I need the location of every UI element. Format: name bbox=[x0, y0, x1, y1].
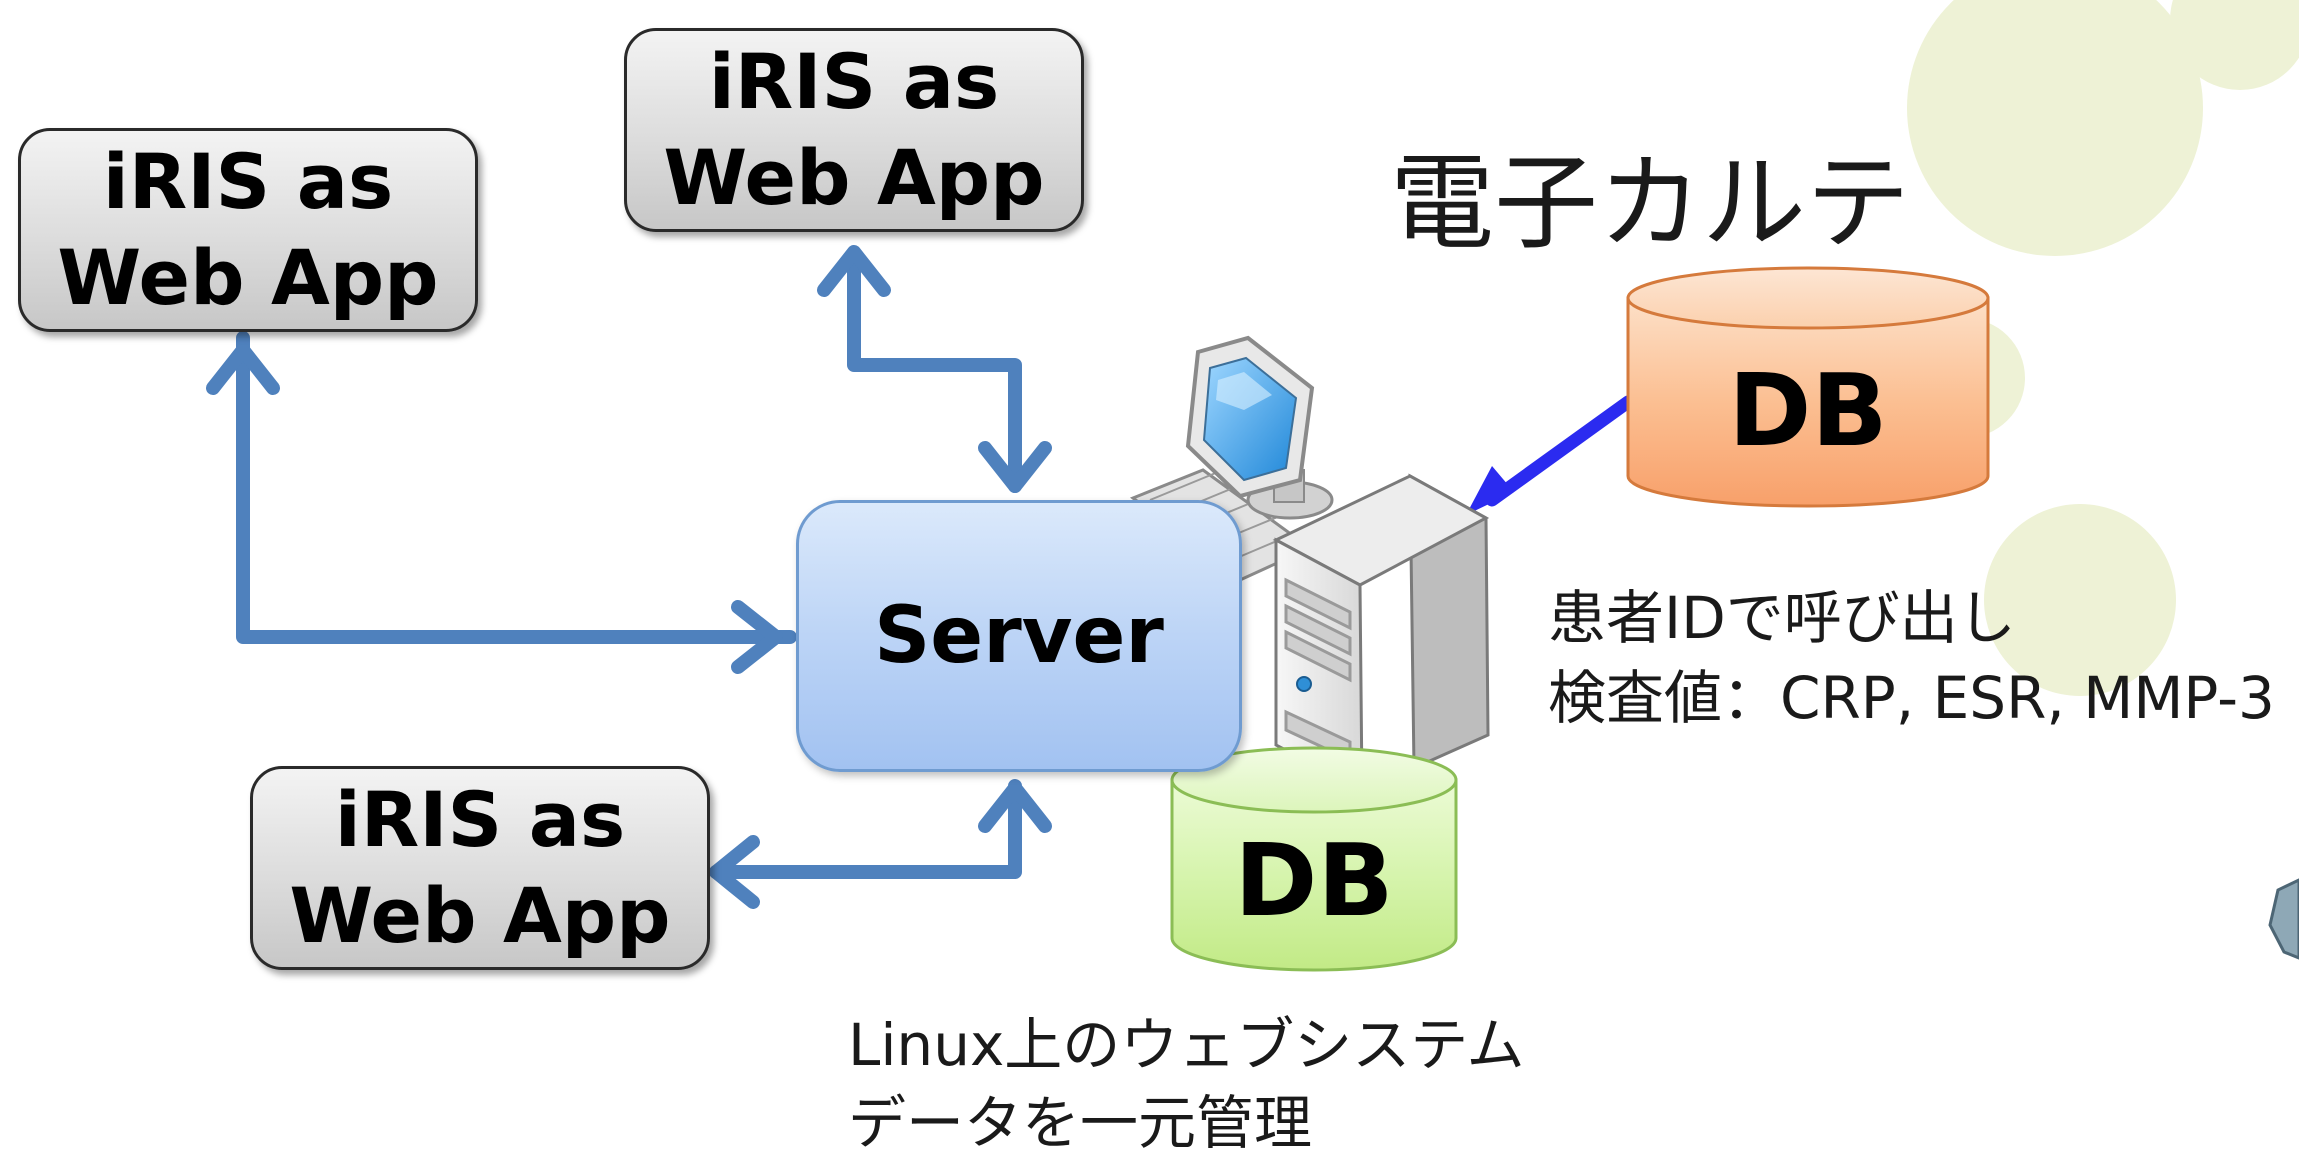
app-box-line1: iRIS as bbox=[102, 137, 394, 226]
system-caption: Linux上のウェブシステム データを一元管理 bbox=[848, 1006, 1525, 1162]
arrowhead-bottom-app bbox=[709, 835, 760, 909]
decor-circle-top-right bbox=[2170, 0, 2299, 90]
server-label: Server bbox=[874, 591, 1164, 681]
emr-db-cylinder bbox=[1626, 266, 1990, 508]
emr-caption-line2: 検査値：CRP, ESR, MMP-3 bbox=[1548, 664, 2275, 732]
app-box-line1: iRIS as bbox=[334, 775, 626, 864]
arrow-server-to-bottom-app bbox=[709, 779, 1022, 879]
server-box: Server bbox=[796, 500, 1242, 772]
partial-shape-icon bbox=[2268, 878, 2299, 960]
app-box-line2: Web App bbox=[289, 871, 671, 960]
emr-arrow-line bbox=[1485, 395, 1635, 507]
decor-circle-large bbox=[1907, 0, 2203, 256]
decor-circle-lower bbox=[1984, 504, 2176, 696]
system-caption-line2: データを一元管理 bbox=[848, 1089, 1313, 1157]
arrowhead-server-bottom bbox=[978, 781, 1052, 833]
arrowhead-left-app bbox=[206, 343, 280, 395]
arrowhead-top-app bbox=[817, 245, 891, 297]
local-db-cylinder bbox=[1170, 746, 1458, 972]
arrowhead-server-left bbox=[731, 600, 783, 674]
connector-arrows bbox=[206, 245, 1052, 909]
emr-arrowhead bbox=[1466, 466, 1514, 515]
app-box-line2: Web App bbox=[663, 133, 1045, 222]
emr-db-label: DB bbox=[1728, 352, 1888, 469]
iris-web-app-box-bottom: iRIS as Web App bbox=[250, 766, 710, 970]
local-db-label: DB bbox=[1234, 822, 1394, 939]
iris-web-app-box-top: iRIS as Web App bbox=[624, 28, 1084, 232]
app-box-line1: iRIS as bbox=[708, 37, 1000, 126]
emr-caption: 患者IDで呼び出し 検査値：CRP, ESR, MMP-3 bbox=[1548, 578, 2275, 738]
power-button-icon bbox=[1296, 676, 1312, 692]
system-caption-line1: Linux上のウェブシステム bbox=[848, 1011, 1525, 1079]
arrowhead-server-top bbox=[978, 441, 1052, 493]
emr-caption-line1: 患者IDで呼び出し bbox=[1548, 584, 2016, 652]
iris-web-app-box-left: iRIS as Web App bbox=[18, 128, 478, 332]
emr-link-arrow bbox=[1466, 395, 1635, 515]
arrow-top-app-to-server bbox=[847, 248, 1022, 493]
emr-title: 電子カルテ bbox=[1390, 142, 1911, 264]
arrow-left-app-to-server bbox=[236, 331, 797, 644]
app-box-line2: Web App bbox=[57, 233, 439, 322]
